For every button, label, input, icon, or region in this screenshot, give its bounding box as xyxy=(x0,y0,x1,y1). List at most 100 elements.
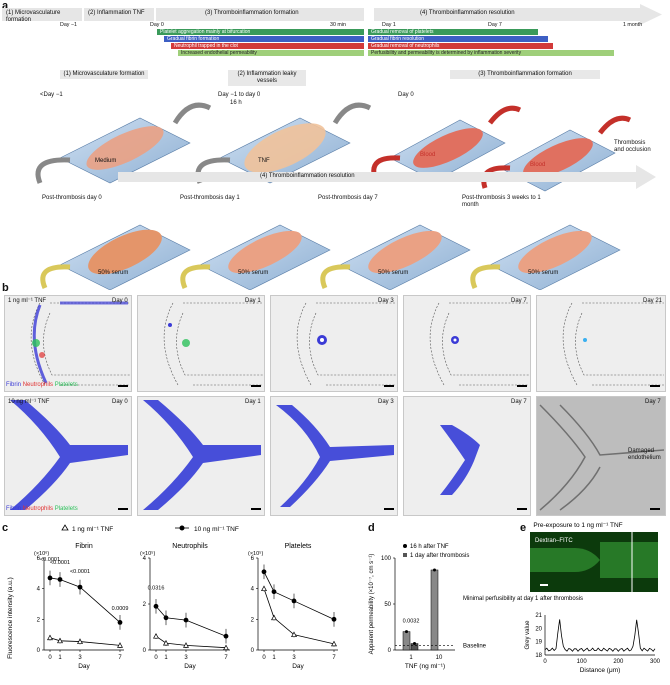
bar-removal-neutrophils: Gradual removal of neutrophils xyxy=(368,43,553,49)
chart-platelets-point xyxy=(271,589,277,595)
chart-e-ylabel: Grey value xyxy=(525,620,531,650)
chip-post-day7 xyxy=(320,224,471,290)
micrograph-1ng-day1 xyxy=(137,295,265,392)
legend-1ng: 1 ng ml⁻¹ TNF xyxy=(72,526,113,533)
tick-day0: Day 0 xyxy=(150,22,164,28)
chart-platelets-point xyxy=(261,569,267,575)
chart-d-xtick-label: 1 xyxy=(409,655,413,661)
tick-day7: Day 7 xyxy=(488,22,502,28)
chip-medium-label: Medium xyxy=(95,158,117,164)
post-month-time: Post-thrombosis 3 weeks to 1 month xyxy=(462,195,541,208)
chart-neutrophils-ytick-label: 0 xyxy=(143,648,147,654)
chart-d-baseline-label: Baseline xyxy=(463,643,487,649)
bar-fibrin-formation: Gradual fibrin formation xyxy=(164,36,364,42)
chip-serum-label-2: 50% serum xyxy=(238,270,269,276)
chart-platelets-point xyxy=(291,631,297,638)
chart-neutrophils-point xyxy=(183,617,189,623)
chart-e-channel-2 xyxy=(600,542,658,578)
chart-neutrophils-point xyxy=(163,639,169,646)
chart-e-ytick-label: 21 xyxy=(535,613,542,619)
chart-fibrin-pvalue: <0.0001 xyxy=(50,560,70,566)
chart-fibrin-xtick-label: 7 xyxy=(118,655,122,661)
micrograph-1ng-day21 xyxy=(536,295,666,392)
chart-fibrin-series-0-line xyxy=(49,637,121,646)
label-1ng-day0: Day 0 xyxy=(112,298,128,304)
schematic-stage3-title: (3) Thromboinflammation formation xyxy=(450,70,600,79)
legend-platelets-2: Platelets xyxy=(54,506,78,512)
scale-bar xyxy=(251,508,261,510)
chart-platelets-xlabel: Day xyxy=(292,663,304,670)
post-day7-time: Post-thrombosis day 7 xyxy=(318,195,378,201)
bar-neutrophil-trapped: Neutrophil trapped in the clot xyxy=(171,43,364,49)
chart-neutrophils-series-1-line xyxy=(155,606,227,637)
timeline-stage2-label: (2) Inflammation TNF xyxy=(88,10,145,16)
scale-bar xyxy=(650,508,660,510)
chart-e-channel xyxy=(530,548,600,572)
chip-tnf xyxy=(195,102,372,184)
chart-d-bar xyxy=(430,569,439,651)
chart-c-ylabel: Fluorescence intensity (a.u.) xyxy=(7,577,14,659)
chart-fibrin-point xyxy=(57,637,63,644)
chip-tnf-label: TNF xyxy=(258,158,270,164)
timeline-stage3-bar xyxy=(156,8,364,21)
chart-d-xlabel: TNF (ng ml⁻¹) xyxy=(405,663,445,670)
chip-blood-label-2: Blood xyxy=(530,162,546,168)
micrograph-1ng-day3 xyxy=(270,295,398,392)
chip-blood xyxy=(371,105,522,182)
chart-e-xtick-label: 100 xyxy=(577,659,588,665)
chart-fibrin-ytick-label: 4 xyxy=(37,587,41,593)
chart-e-title: Pre-exposure to 1 ng ml⁻¹ TNF xyxy=(533,522,622,529)
chart-platelets-xtick-label: 0 xyxy=(262,655,266,661)
micrograph-10ng-day7-brightfield xyxy=(536,396,666,516)
chart-platelets-series-1-line xyxy=(263,571,335,620)
chart-fibrin-multiplier: (×10⁶) xyxy=(34,550,49,557)
chart-fibrin-pvalue: 0.0009 xyxy=(112,606,129,612)
scale-bar xyxy=(517,508,527,510)
chart-neutrophils-point xyxy=(223,633,229,639)
chart-neutrophils-xlabel: Day xyxy=(184,663,196,670)
panel-label-a: a xyxy=(2,0,9,12)
post-day0-time: Post-thrombosis day 0 xyxy=(42,195,102,201)
chart-d-note: Minimal perfusibility at day 1 after thr… xyxy=(463,596,583,602)
chart-platelets-point xyxy=(291,598,297,604)
bar-endothelial-permeability: Increased endothelial permeability xyxy=(178,50,364,56)
chart-e-xtick-label: 200 xyxy=(613,659,624,665)
legend-row1: Fibrin Neutrophils Platelets xyxy=(6,382,78,389)
scale-bar xyxy=(384,508,394,510)
chart-neutrophils-point xyxy=(163,615,169,621)
legend-triangle-marker xyxy=(61,524,69,531)
resolution-title: (4) Thromboinflammation resolution xyxy=(260,173,355,179)
label-1ng-day3: Day 3 xyxy=(378,298,394,304)
chart-fibrin-xtick-label: 3 xyxy=(78,655,82,661)
timeline-stage1-bar xyxy=(2,8,82,21)
schematic-stage1-title: (1) Microvasculature formation xyxy=(60,70,148,79)
chart-fibrin-point xyxy=(57,577,63,582)
chart-fibrin-point xyxy=(117,642,123,648)
chart-platelets-multiplier: (×10⁵) xyxy=(248,550,263,557)
timeline-stage4-label: (4) Thromboinflammation resolution xyxy=(420,10,515,16)
panel-label-c: c xyxy=(2,522,9,534)
chart-e-xlabel: Distance (μm) xyxy=(580,667,621,674)
bar-perfusibility: Perfusibility and permeability is determ… xyxy=(368,50,614,56)
chart-fibrin-ytick-label: 6 xyxy=(37,556,41,562)
label-10ng-day7: Day 7 xyxy=(511,399,527,405)
legend-fibrin-2: Fibrin xyxy=(6,506,22,512)
chart-neutrophils-point xyxy=(153,603,159,609)
label-10ng-day1: Day 1 xyxy=(245,399,261,405)
chip-medium xyxy=(35,102,212,184)
scale-bar xyxy=(251,385,261,387)
chart-platelets-point xyxy=(331,640,337,647)
chart-platelets-ytick-label: 2 xyxy=(251,617,255,623)
scale-bar xyxy=(384,385,394,387)
chart-neutrophils-point xyxy=(223,644,229,651)
chart-fibrin-series-1-line xyxy=(49,577,121,623)
chart-e-image-label: Dextran–FITC xyxy=(535,538,573,544)
chart-fibrin-xtick-label: 0 xyxy=(48,655,52,661)
schematic-stage2-time2: 16 h xyxy=(230,100,242,106)
schematic-stage2-time: Day −1 to day 0 xyxy=(218,92,261,98)
chart-fibrin-ytick-label: 2 xyxy=(37,617,41,623)
chart-d-legend-marker-2 xyxy=(403,553,407,557)
post-day1-time: Post-thrombosis day 1 xyxy=(180,195,240,201)
label-10ng-day0: Day 0 xyxy=(112,399,128,405)
chip-serum-label-4: 50% serum xyxy=(528,270,559,276)
